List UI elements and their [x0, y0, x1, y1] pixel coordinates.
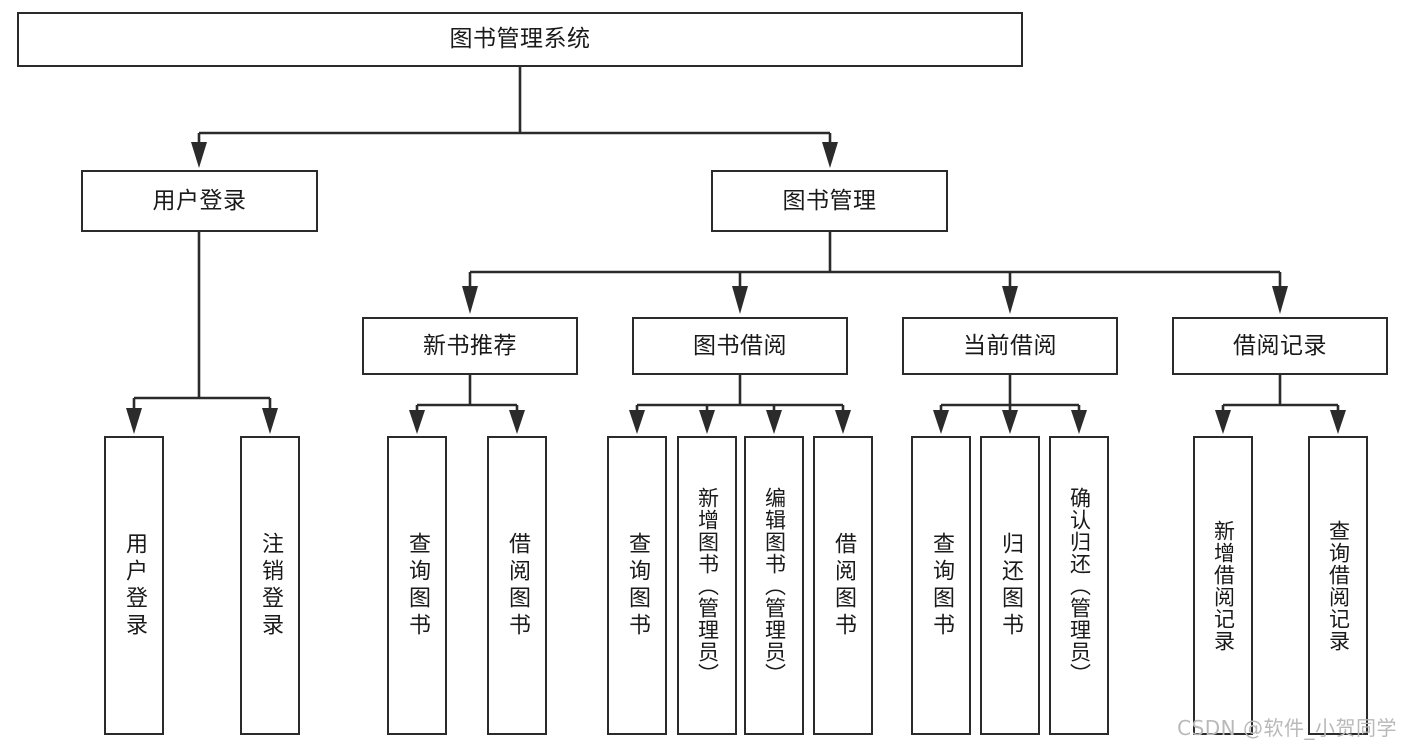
node-label: 用户登录 [122, 531, 147, 640]
arrowhead-leaf-user-login [126, 408, 142, 434]
leaf-br-query-record[interactable]: 查询借阅记录 [1308, 436, 1368, 735]
node-label: 新增图书（管理员） [695, 486, 720, 685]
node-label: 借阅图书 [831, 531, 856, 640]
leaf-nb-borrow-book[interactable]: 借阅图书 [487, 436, 547, 735]
leaf-cb-confirm-return-admin[interactable]: 确认归还（管理员） [1049, 436, 1109, 735]
node-current-borrowing[interactable]: 当前借阅 [902, 317, 1118, 375]
node-label: 图书管理 [782, 187, 877, 214]
node-label: 确认归还（管理员） [1067, 486, 1092, 685]
leaf-cb-query-book[interactable]: 查询图书 [911, 436, 971, 735]
node-label: 编辑图书（管理员） [762, 486, 787, 685]
node-user-login[interactable]: 用户登录 [81, 170, 318, 232]
leaf-nb-query-book[interactable]: 查询图书 [387, 436, 447, 735]
arrowhead-bb-borrow-book [835, 410, 851, 434]
arrowhead-borrow-record [1272, 286, 1288, 314]
arrowhead-bb-add-book [699, 410, 715, 434]
node-label: 借阅记录 [1233, 332, 1327, 359]
leaf-bb-query-book[interactable]: 查询图书 [607, 436, 667, 735]
node-label: 归还图书 [998, 531, 1023, 640]
node-label: 注销登录 [258, 531, 283, 640]
node-label: 新增借阅记录 [1211, 519, 1236, 652]
node-label: 新书推荐 [423, 332, 517, 359]
node-borrowing-record[interactable]: 借阅记录 [1172, 317, 1388, 375]
node-root-book-management-system[interactable]: 图书管理系统 [17, 12, 1023, 67]
arrowhead-nb-query-book [409, 410, 425, 434]
arrowhead-current-borrow [1002, 286, 1018, 314]
leaf-cb-return-book[interactable]: 归还图书 [980, 436, 1040, 735]
leaf-bb-add-book-admin[interactable]: 新增图书（管理员） [677, 436, 737, 735]
node-label: 图书管理系统 [449, 26, 591, 53]
node-label: 借阅图书 [505, 531, 530, 640]
leaf-bb-borrow-book[interactable]: 借阅图书 [813, 436, 873, 735]
arrowhead-nb-borrow-book [509, 410, 525, 434]
leaf-bb-edit-book-admin[interactable]: 编辑图书（管理员） [744, 436, 804, 735]
arrowhead-br-add-record [1215, 410, 1231, 434]
arrowhead-leaf-logout [262, 408, 278, 434]
node-label: 查询图书 [929, 531, 954, 640]
arrowhead-book-manage [822, 142, 838, 168]
arrowhead-book-borrow [732, 286, 748, 314]
node-label: 用户登录 [152, 187, 247, 214]
arrowhead-cb-return-book [1002, 410, 1018, 434]
node-label: 查询借阅记录 [1326, 519, 1351, 652]
node-book-management[interactable]: 图书管理 [711, 170, 948, 232]
node-book-borrowing[interactable]: 图书借阅 [632, 317, 848, 375]
node-label: 查询图书 [405, 531, 430, 640]
arrowhead-bb-edit-book [766, 410, 782, 434]
arrowhead-cb-query-book [933, 410, 949, 434]
node-label: 当前借阅 [963, 332, 1057, 359]
arrowhead-bb-query-book [629, 410, 645, 434]
arrowhead-br-query-record [1330, 410, 1346, 434]
arrowhead-new-book-recommend [462, 286, 478, 314]
node-label: 图书借阅 [693, 332, 787, 359]
node-label: 查询图书 [625, 531, 650, 640]
leaf-logout[interactable]: 注销登录 [240, 436, 300, 735]
leaf-user-login[interactable]: 用户登录 [104, 436, 164, 735]
leaf-br-add-record[interactable]: 新增借阅记录 [1193, 436, 1253, 735]
node-new-book-recommendation[interactable]: 新书推荐 [362, 317, 578, 375]
arrowhead-user-login [191, 142, 207, 168]
csdn-watermark: CSDN @软件_小贺同学 [1177, 716, 1397, 740]
arrowhead-cb-confirm-return [1071, 410, 1087, 434]
